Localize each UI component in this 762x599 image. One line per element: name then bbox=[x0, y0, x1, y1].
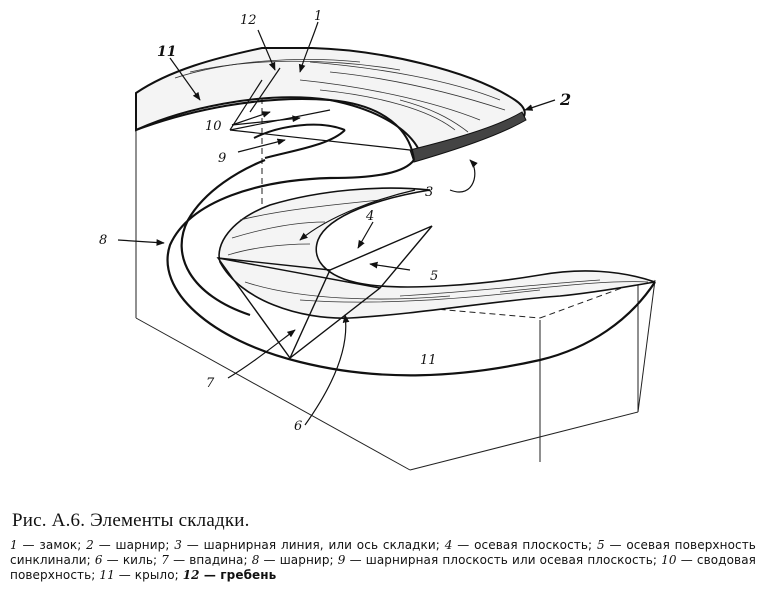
figure-labels: 1 2 3 4 5 6 7 8 9 10 11 11 12 bbox=[99, 9, 571, 434]
caption-legend: 1 — замок; 2 — шарнир; 3 — шарнирная лин… bbox=[10, 538, 756, 583]
legend-item: 5 — осевая поверхность синклинали; bbox=[10, 538, 756, 567]
label-10: 10 bbox=[205, 119, 222, 134]
syncline-outer bbox=[166, 158, 656, 377]
label-9: 9 bbox=[218, 151, 226, 166]
label-8: 8 bbox=[99, 233, 107, 248]
legend-item: 8 — шарнир; bbox=[251, 553, 338, 567]
label-4: 4 bbox=[365, 209, 374, 224]
figure-caption: Рис. А.6. Элементы складки. 1 — замок; 2… bbox=[10, 510, 756, 583]
label-11-top: 11 bbox=[157, 44, 176, 60]
label-11-bottom: 11 bbox=[420, 353, 437, 368]
label-5: 5 bbox=[430, 269, 438, 284]
label-1: 1 bbox=[314, 9, 322, 24]
label-6: 6 bbox=[294, 419, 302, 434]
label-7: 7 bbox=[206, 376, 215, 391]
axial-plane bbox=[216, 225, 433, 359]
anticline-section bbox=[135, 93, 415, 161]
fold-elements-diagram: 1 2 3 4 5 6 7 8 9 10 11 11 12 bbox=[99, 9, 656, 471]
legend-item: 4 — осевая плоскость; bbox=[444, 538, 597, 552]
label-2: 2 bbox=[559, 90, 571, 109]
legend-item: 1 — замок; bbox=[10, 538, 87, 552]
legend-item: 2 — шарнир; bbox=[86, 538, 175, 552]
legend-item: 3 — шарнирная линия, или ось складки; bbox=[174, 538, 445, 552]
legend-item: 6 — киль; bbox=[94, 553, 162, 567]
legend-item: 11 — крыло; bbox=[99, 568, 183, 582]
legend-item: 7 — впадина; bbox=[161, 553, 252, 567]
label-3: 3 bbox=[425, 185, 433, 200]
syncline-inner-surface bbox=[218, 187, 656, 319]
caption-title: Рис. А.6. Элементы складки. bbox=[12, 510, 250, 531]
leader-lines bbox=[117, 21, 556, 426]
label-12: 12 bbox=[240, 13, 257, 28]
legend-item: 12 — гребень bbox=[182, 568, 277, 582]
anticline-top-surface bbox=[135, 47, 527, 163]
legend-item: 10 — сводовая поверхность; bbox=[10, 553, 756, 582]
legend-item: 9 — шарнирная плоскость или осевая плоск… bbox=[337, 553, 662, 567]
